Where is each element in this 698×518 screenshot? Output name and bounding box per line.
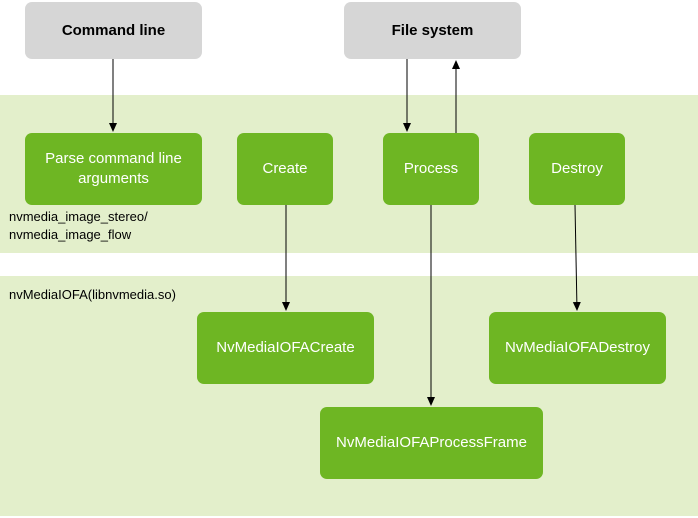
arrow-destroy-to-iofa-destroy <box>572 204 581 311</box>
create-label: Create <box>262 160 308 177</box>
destroy-label: Destroy <box>551 160 603 177</box>
file-system-label: File system <box>391 21 474 39</box>
create-box: Create <box>237 133 333 205</box>
iofa-destroy-label: NvMediaIOFADestroy <box>504 339 651 356</box>
lib-layer-label: nvMediaIOFA(libnvmedia.so) <box>9 287 176 302</box>
iofa-destroy-box: NvMediaIOFADestroy <box>489 312 666 384</box>
command-line-box: Command line <box>25 2 202 59</box>
file-system-box: File system <box>344 2 521 59</box>
app-layer-label-line2: nvmedia_image_flow <box>9 227 132 242</box>
process-box: Process <box>383 133 479 205</box>
destroy-box: Destroy <box>529 133 625 205</box>
app-layer-label: nvmedia_image_stereo/ nvmedia_image_flow <box>9 208 148 244</box>
iofa-create-box: NvMediaIOFACreate <box>197 312 374 384</box>
process-label: Process <box>403 160 459 177</box>
iofa-create-label: NvMediaIOFACreate <box>216 339 355 356</box>
parse-args-box: Parse command line arguments <box>25 133 202 205</box>
command-line-label: Command line <box>61 21 166 39</box>
parse-args-label: Parse command line arguments <box>45 150 182 187</box>
app-layer-label-line1: nvmedia_image_stereo/ <box>9 209 148 224</box>
iofa-process-frame-label: NvMediaIOFAProcessFrame <box>336 434 527 451</box>
iofa-process-frame-box: NvMediaIOFAProcessFrame <box>320 407 543 479</box>
